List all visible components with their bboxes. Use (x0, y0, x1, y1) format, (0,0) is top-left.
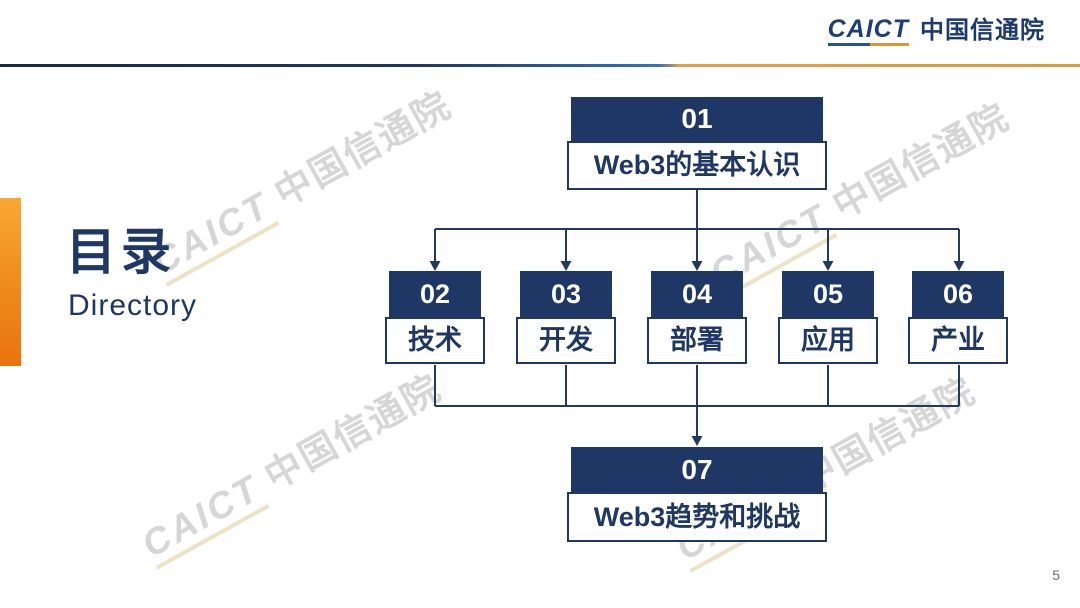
toc-title-zh: 目录 (66, 224, 176, 280)
chapter-label: 应用 (778, 317, 878, 364)
accent-bar (0, 198, 21, 366)
brand-cjk-name: 中国信通院 (920, 17, 1045, 44)
caict-wordmark-text: CAICT (827, 15, 909, 43)
chapter-number: 07 (571, 447, 823, 492)
page-number: 5 (1052, 567, 1060, 583)
toc-title-en: Directory (68, 289, 198, 322)
chapter-label: Web3的基本认识 (567, 141, 827, 190)
caict-wordmark: CAICT (827, 15, 909, 46)
chapter-node-06: 06 产业 (908, 271, 1008, 364)
chapter-label: Web3趋势和挑战 (567, 492, 827, 542)
chapter-node-03: 03 开发 (516, 271, 616, 364)
chapter-node-07: 07 Web3趋势和挑战 (567, 447, 827, 542)
chapter-number: 02 (389, 271, 481, 317)
chapter-number: 03 (520, 271, 612, 317)
chapter-node-01: 01 Web3的基本认识 (567, 97, 827, 190)
brand-logo: CAICT 中国信通院 (827, 15, 1045, 46)
chapter-node-05: 05 应用 (778, 271, 878, 364)
chapter-number: 04 (651, 271, 743, 317)
underline-blue-segment (827, 43, 871, 46)
header-rule (0, 64, 1080, 67)
chapter-label: 产业 (908, 317, 1008, 364)
chapter-number: 01 (571, 97, 823, 141)
caict-underline-swoosh (827, 43, 909, 46)
chapter-node-02: 02 技术 (385, 271, 485, 364)
chapter-node-04: 04 部署 (647, 271, 747, 364)
chapter-label: 技术 (385, 317, 485, 364)
chapter-number: 06 (912, 271, 1004, 317)
arrowheads (429, 261, 965, 446)
chapter-label: 部署 (647, 317, 747, 364)
chapter-label: 开发 (516, 317, 616, 364)
underline-gold-segment (870, 43, 909, 46)
chapter-number: 05 (782, 271, 874, 317)
